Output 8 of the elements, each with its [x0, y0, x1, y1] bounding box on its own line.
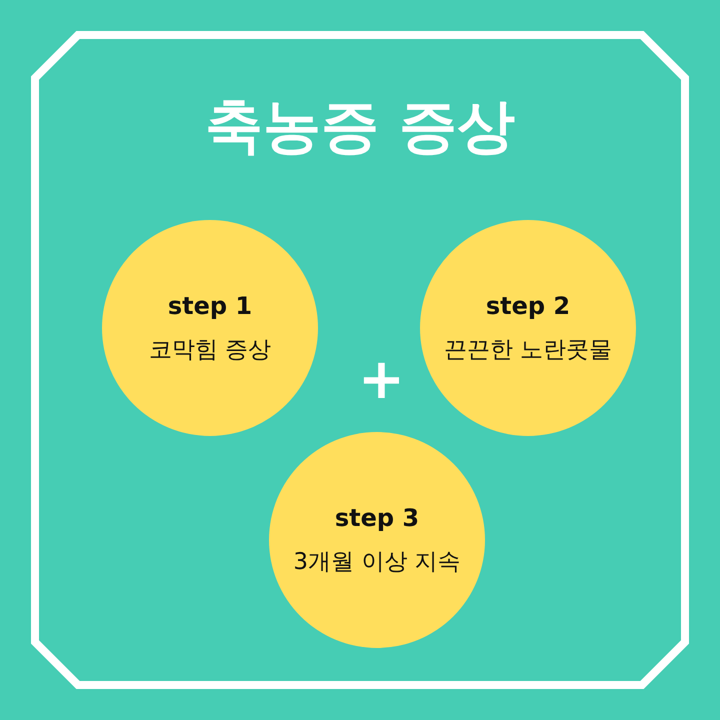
title: 축농증 증상 [204, 91, 516, 162]
step-text: 코막힘 증상 [148, 336, 272, 364]
step-text: 3개월 이상 지속 [293, 548, 461, 576]
step-heading: step 2 [486, 292, 570, 320]
step-text: 끈끈한 노란콧물 [444, 336, 612, 364]
step-heading: step 3 [334, 504, 420, 532]
step-heading: step 1 [168, 292, 252, 320]
plus-sign: + [358, 352, 405, 408]
